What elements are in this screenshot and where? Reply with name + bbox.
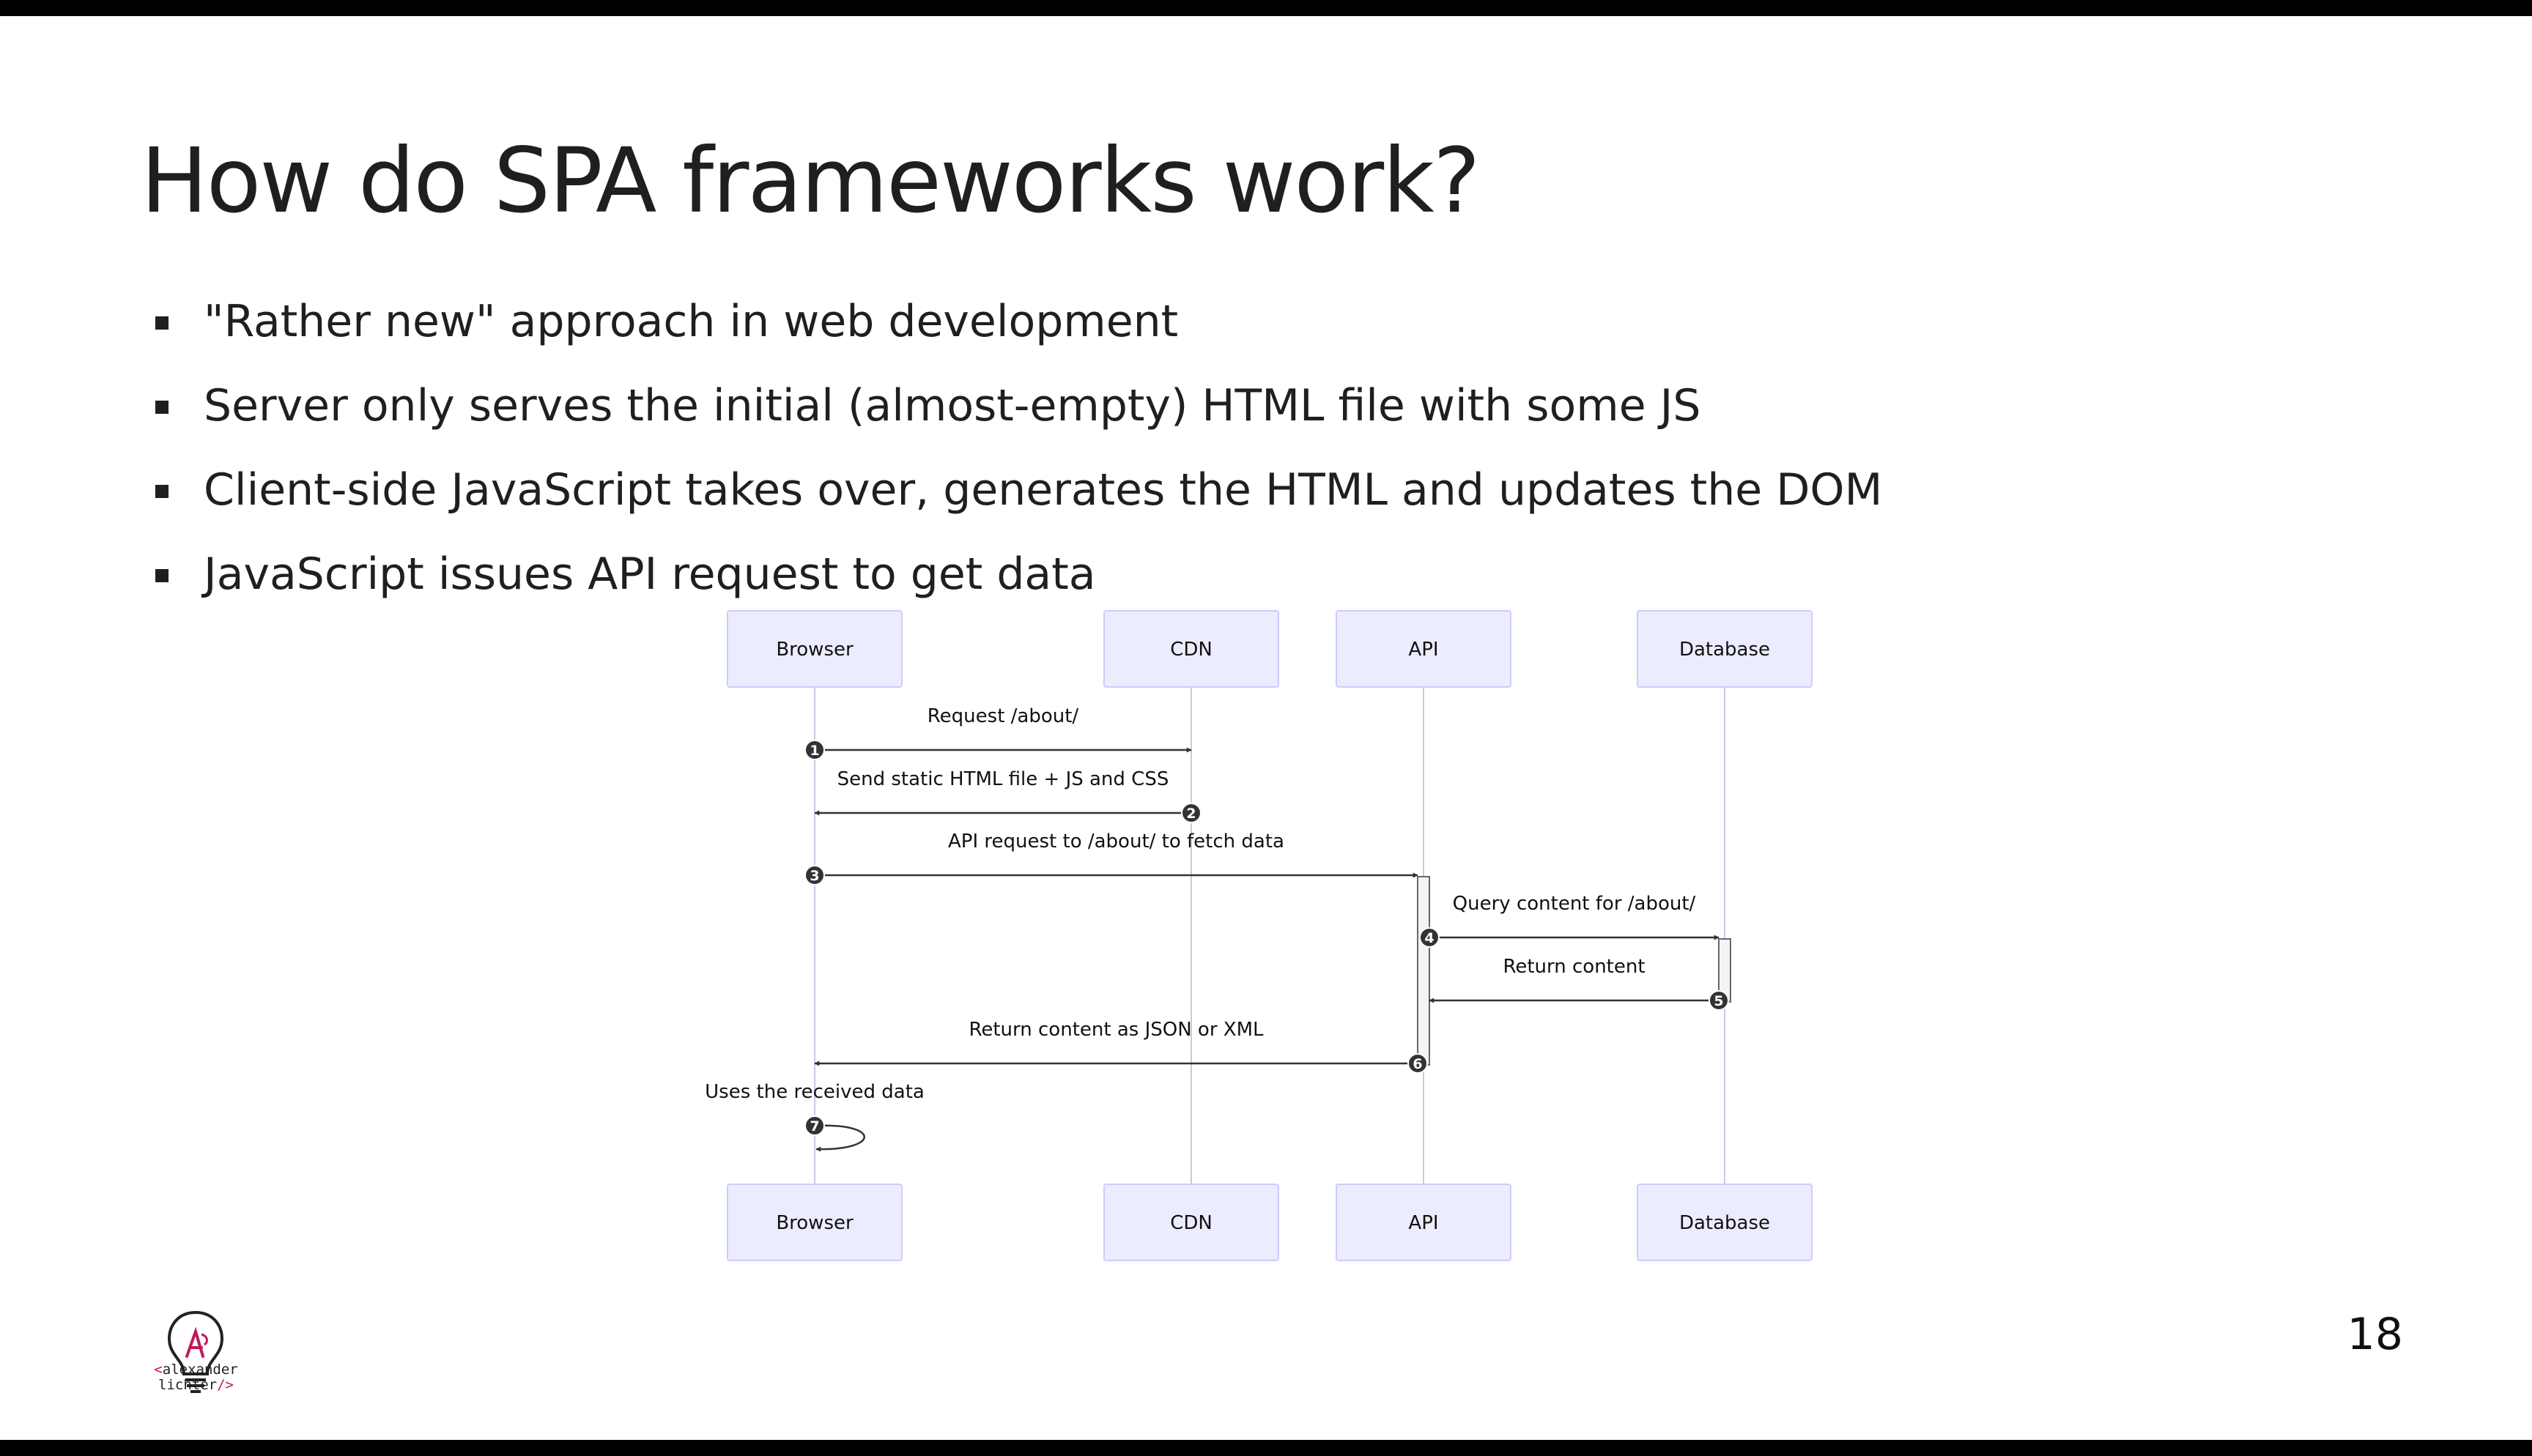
actor-box-api-top <box>1336 610 1511 688</box>
message-label-4: Query content for /about/ <box>1453 893 1696 915</box>
bullet-square-icon <box>155 485 169 498</box>
step-badge-3 <box>804 865 825 885</box>
step-number-2: 2 <box>1186 806 1196 822</box>
activation-bar-api <box>1417 876 1430 1066</box>
bullet-item: Client-side JavaScript takes over, gener… <box>152 448 1882 532</box>
step-number-4: 4 <box>1424 930 1434 946</box>
logo-bracket: /> <box>217 1377 234 1393</box>
actor-label-cdn-top: CDN <box>1170 639 1213 661</box>
bullet-item: "Rather new" approach in web development <box>152 280 1882 364</box>
bullet-square-icon <box>155 401 169 414</box>
message-label-6: Return content as JSON or XML <box>969 1019 1264 1041</box>
message-label-7: Uses the received data <box>705 1081 925 1103</box>
step-badge-4 <box>1419 927 1440 948</box>
step-badge-6 <box>1407 1053 1428 1074</box>
message-label-2: Send static HTML file + JS and CSS <box>837 768 1169 790</box>
bullet-list: "Rather new" approach in web development… <box>152 280 1882 617</box>
actor-box-database-bottom <box>1637 1184 1813 1261</box>
slide-title: How do SPA frameworks work? <box>141 129 1481 233</box>
actor-label-database-bottom: Database <box>1679 1212 1770 1234</box>
logo-line-2: lichter <box>158 1377 218 1393</box>
bullet-text: "Rather new" approach in web development <box>204 296 1179 347</box>
bullet-text: Client-side JavaScript takes over, gener… <box>204 464 1883 516</box>
step-badge-5 <box>1709 990 1729 1011</box>
step-number-6: 6 <box>1413 1056 1422 1072</box>
actor-label-api-bottom: API <box>1408 1212 1438 1234</box>
bullet-text: JavaScript issues API request to get dat… <box>204 549 1096 600</box>
actor-label-browser-bottom: Browser <box>776 1212 854 1234</box>
actor-label-database-top: Database <box>1679 639 1770 661</box>
sequence-diagram: BrowserBrowserCDNCDNAPIAPIDatabaseDataba… <box>705 610 1813 1261</box>
actor-label-api-top: API <box>1408 639 1438 661</box>
message-arrow-7 <box>814 1124 865 1152</box>
step-badge-7 <box>804 1115 825 1136</box>
step-badge-1 <box>804 740 825 760</box>
logo-wordmark: <alexander lichter/> <box>143 1362 249 1393</box>
page-number: 18 <box>2347 1309 2403 1360</box>
message-label-1: Request /about/ <box>928 705 1079 727</box>
actor-label-cdn-bottom: CDN <box>1170 1212 1213 1234</box>
message-label-5: Return content <box>1503 956 1645 978</box>
step-badge-2 <box>1181 803 1202 823</box>
lightbulb-logo-icon <box>167 1310 224 1393</box>
actor-box-cdn-top <box>1103 610 1279 688</box>
bullet-square-icon <box>155 316 169 330</box>
slide: How do SPA frameworks work? "Rather new"… <box>0 16 2532 1440</box>
actor-box-cdn-bottom <box>1103 1184 1279 1261</box>
actor-box-browser-bottom <box>727 1184 903 1261</box>
bullet-square-icon <box>155 569 169 582</box>
bullet-item: JavaScript issues API request to get dat… <box>152 532 1882 617</box>
step-number-5: 5 <box>1714 993 1723 1009</box>
step-number-7: 7 <box>810 1118 819 1134</box>
step-number-1: 1 <box>810 743 819 759</box>
actor-box-api-bottom <box>1336 1184 1511 1261</box>
actor-label-browser-top: Browser <box>776 639 854 661</box>
step-number-3: 3 <box>810 868 819 884</box>
logo-bracket: < <box>154 1362 163 1378</box>
message-label-3: API request to /about/ to fetch data <box>948 831 1284 853</box>
bullet-text: Server only serves the initial (almost-e… <box>204 380 1701 431</box>
logo-line-1: alexander <box>162 1362 238 1378</box>
actor-box-browser-top <box>727 610 903 688</box>
bullet-item: Server only serves the initial (almost-e… <box>152 364 1882 448</box>
actor-box-database-top <box>1637 610 1813 688</box>
